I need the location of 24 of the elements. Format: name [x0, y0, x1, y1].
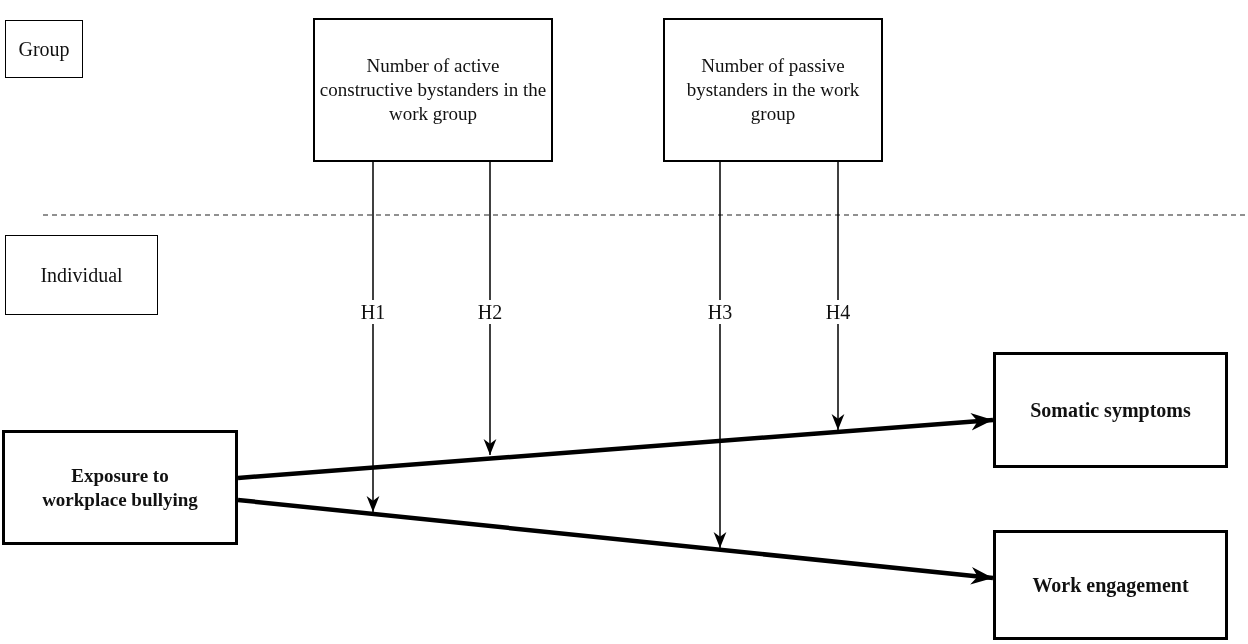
arrow: [237, 412, 994, 481]
edge-label: H3: [705, 300, 735, 324]
variable-box: [2, 430, 238, 545]
edge-label: H2: [475, 300, 505, 324]
level-box: [5, 20, 83, 78]
variable-box: [663, 18, 883, 162]
arrow: [831, 161, 845, 431]
edge-label: H1: [358, 300, 388, 324]
arrow: [237, 497, 994, 585]
variable-box: [993, 530, 1228, 640]
variable-box: [313, 18, 553, 162]
arrow: [483, 161, 497, 456]
box-label: Somatic symptoms: [1030, 397, 1191, 423]
box-label: Number of passive bystanders in the work group: [685, 54, 861, 126]
edge-label: H4: [823, 300, 853, 324]
box-label: Group: [18, 36, 70, 62]
box-label: Work engagement: [1032, 572, 1189, 598]
arrow: [713, 161, 727, 549]
box-label: Exposure to workplace bullying: [41, 463, 199, 512]
box-label: Individual: [40, 262, 123, 288]
level-box: [5, 235, 158, 315]
box-label: Number of active constructive bystanders in the work group: [319, 54, 547, 126]
arrow: [366, 161, 380, 513]
variable-box: [993, 352, 1228, 468]
